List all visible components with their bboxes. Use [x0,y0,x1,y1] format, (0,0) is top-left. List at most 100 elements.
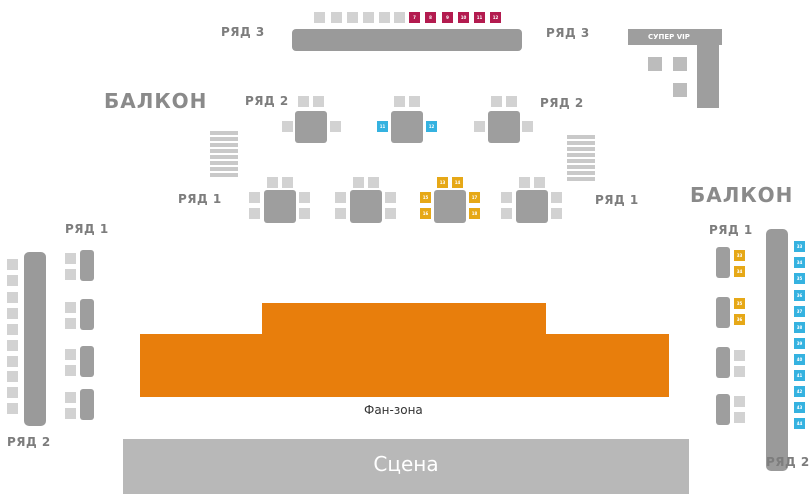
seat-unavailable [335,208,346,219]
table [716,347,730,378]
seat-unavailable [249,208,260,219]
seat-unavailable [394,96,405,107]
seat-available[interactable]: 34 [734,266,745,277]
seat-unavailable [353,177,364,188]
seat-unavailable [7,356,18,367]
seat-available[interactable]: 42 [794,386,805,397]
seat-available[interactable]: 15 [420,192,431,203]
seat-unavailable [7,403,18,414]
seat-available[interactable]: 7 [409,12,420,23]
seat-unavailable [379,12,390,23]
seat-unavailable [394,12,405,23]
seat-available[interactable]: 37 [794,306,805,317]
seat-unavailable [330,121,341,132]
seat-available[interactable]: 36 [734,314,745,325]
table [488,111,520,143]
seat-available[interactable]: 38 [794,322,805,333]
seat-unavailable [65,302,76,313]
seat-available[interactable]: 9 [442,12,453,23]
seat-available[interactable]: 33 [794,241,805,252]
table [716,297,730,328]
fan-zone-label: Фан-зона [364,403,423,417]
seat-unavailable [501,192,512,203]
seat-available[interactable]: 17 [469,192,480,203]
seat-available[interactable]: 10 [458,12,469,23]
seat-unavailable [65,392,76,403]
table [80,346,94,377]
seat-available[interactable]: 35 [794,273,805,284]
row3-right-label: РЯД 3 [546,26,590,40]
seat-available[interactable]: 18 [469,208,480,219]
seat-available[interactable]: 41 [794,370,805,381]
seat-unavailable [363,12,374,23]
seat-unavailable [7,308,18,319]
table [80,250,94,281]
seat-available[interactable]: 44 [794,418,805,429]
seat-available[interactable]: 33 [734,250,745,261]
seat-unavailable [385,208,396,219]
seat-unavailable [282,121,293,132]
seat-unavailable [299,208,310,219]
seat-available[interactable]: 35 [734,298,745,309]
fan-zone-upper[interactable] [262,303,546,336]
super-vip-bar-vertical [697,29,719,108]
seat-unavailable [474,121,485,132]
seat-available[interactable]: 13 [437,177,448,188]
seat-available[interactable]: 12 [490,12,501,23]
seat-unavailable [7,387,18,398]
stairs-right [567,135,595,183]
seat-available[interactable]: 39 [794,338,805,349]
seat-unavailable [7,340,18,351]
seat-unavailable [65,365,76,376]
seat-unavailable [7,275,18,286]
seat-unavailable [673,83,687,97]
seat-unavailable [347,12,358,23]
seat-available[interactable]: 11 [377,121,388,132]
seat-available[interactable]: 12 [426,121,437,132]
seat-available[interactable]: 16 [420,208,431,219]
seat-available[interactable]: 34 [794,257,805,268]
row2-side-right-label: РЯД 2 [766,455,810,469]
seat-unavailable [314,12,325,23]
seat-unavailable [65,269,76,280]
row2-side-left-label: РЯД 2 [7,435,51,449]
seat-unavailable [506,96,517,107]
right-long-table [766,229,788,471]
seat-unavailable [249,192,260,203]
seat-available[interactable]: 8 [425,12,436,23]
seat-unavailable [7,259,18,270]
seat-available[interactable]: 40 [794,354,805,365]
seat-unavailable [313,96,324,107]
table [516,190,548,223]
seat-unavailable [551,208,562,219]
seat-available[interactable]: 11 [474,12,485,23]
seat-unavailable [282,177,293,188]
seat-available[interactable]: 43 [794,402,805,413]
table [80,299,94,330]
fan-zone[interactable] [140,334,669,397]
left-long-table [24,252,46,426]
seat-unavailable [501,208,512,219]
seat-unavailable [331,12,342,23]
seat-unavailable [385,192,396,203]
seat-unavailable [648,57,662,71]
seat-unavailable [7,371,18,382]
super-vip-label: СУПЕР VIP [648,33,690,41]
row1-side-right-label: РЯД 1 [709,223,753,237]
table [391,111,423,143]
balcony-left-label: БАЛКОН [104,89,208,113]
seat-unavailable [734,366,745,377]
table [434,190,466,223]
seat-available[interactable]: 14 [452,177,463,188]
table [80,389,94,420]
row1-right-label: РЯД 1 [595,193,639,207]
stage: Сцена [123,439,689,494]
seat-unavailable [298,96,309,107]
table [295,111,327,143]
seat-available[interactable]: 36 [794,290,805,301]
seat-unavailable [65,349,76,360]
table [716,394,730,425]
seat-unavailable [65,408,76,419]
table [350,190,382,223]
row1-side-left-label: РЯД 1 [65,222,109,236]
